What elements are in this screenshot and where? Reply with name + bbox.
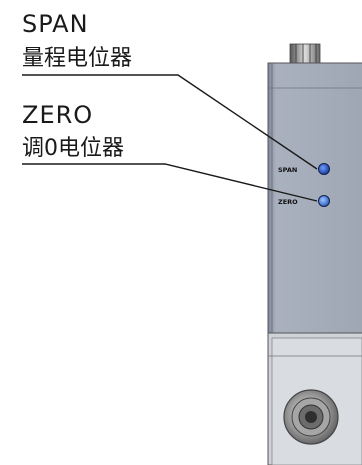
zero-callout-description: 调0电位器	[22, 136, 124, 161]
span-leader-line	[22, 74, 318, 170]
device-body	[267, 62, 362, 334]
zero-potentiometer[interactable]	[318, 195, 330, 207]
zero-panel-label: ZERO	[278, 198, 298, 206]
zero-callout-title: ZERO	[22, 101, 94, 129]
zero-leader-line	[22, 163, 318, 202]
span-callout-description: 量程电位器	[22, 46, 133, 71]
pipe-fitting	[283, 389, 339, 445]
top-connector	[289, 43, 321, 65]
span-potentiometer[interactable]	[318, 163, 330, 175]
span-callout-title: SPAN	[22, 10, 89, 38]
span-panel-label: SPAN	[278, 166, 297, 174]
